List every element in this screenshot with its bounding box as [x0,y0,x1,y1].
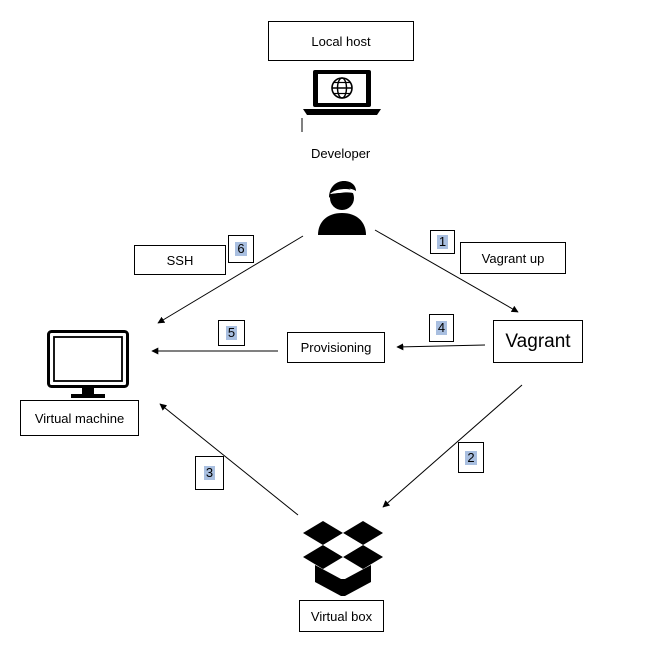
dropbox-box-icon [303,521,383,596]
step-5-badge: 5 [218,320,245,346]
person-icon [318,181,366,235]
laptop-globe-icon [303,70,381,115]
ssh-label: SSH [166,252,194,268]
arrow-vagrant-to-provisioning [396,343,486,351]
arrow-developer-to-vm [157,235,304,324]
arrow-developer-to-vagrant [374,229,519,313]
provisioning-label: Provisioning [300,340,372,355]
local-host-label: Local host [311,33,371,49]
virtual-box-box: Virtual box [299,600,384,632]
developer-label: Developer [311,146,371,161]
virtual-box-label: Virtual box [310,608,373,624]
virtual-machine-box: Virtual machine [20,400,139,436]
step-3-badge: 3 [195,456,224,490]
vagrant-up-label: Vagrant up [481,250,545,266]
virtual-machine-label: Virtual machine [34,410,125,426]
monitor-icon [47,330,129,398]
ssh-box: SSH [134,245,226,275]
vagrant-label: Vagrant [505,330,571,352]
provisioning-box: Provisioning [287,332,385,363]
vagrant-box: Vagrant [493,320,583,363]
step-4-badge: 4 [429,314,454,342]
arrow-vagrant-to-virtualbox [382,384,523,508]
step-1-badge: 1 [430,230,455,254]
vagrant-up-box: Vagrant up [460,242,566,274]
step-6-badge: 6 [228,235,254,263]
step-2-badge: 2 [458,442,484,473]
arrow-virtualbox-to-vm [159,403,299,516]
local-host-box: Local host [268,21,414,61]
